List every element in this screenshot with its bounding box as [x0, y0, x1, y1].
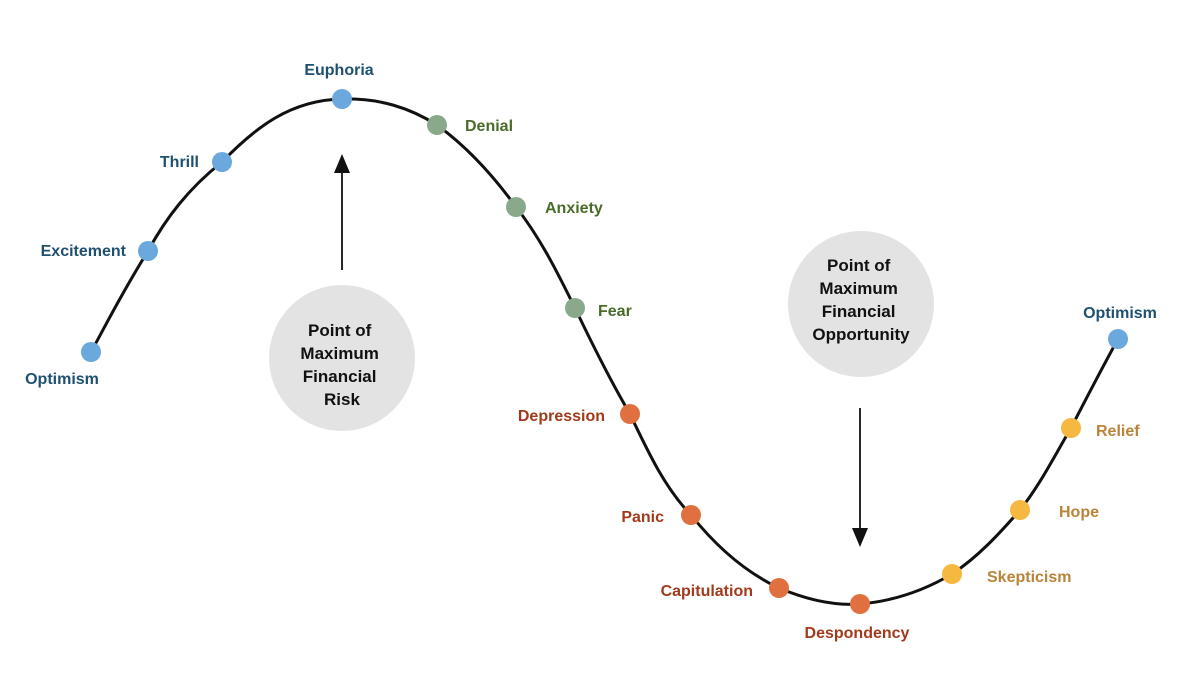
risk-callout-line: Point of [308, 321, 372, 340]
stage-label-panic: Panic [621, 509, 664, 526]
opportunity-callout-line: Financial [822, 302, 896, 321]
callout-maximum-opportunity: Point of Maximum Financial Opportunity [788, 231, 934, 547]
risk-callout-line: Financial [303, 367, 377, 386]
stage-label-skepticism: Skepticism [987, 569, 1071, 586]
stage-dot-denial [427, 115, 447, 135]
opportunity-callout-circle [788, 231, 934, 377]
stage-label-excitement: Excitement [41, 243, 127, 260]
stage-label-despondency: Despondency [805, 625, 910, 642]
stage-dot-anxiety [506, 197, 526, 217]
stage-markers: Optimism Excitement Thrill EuphoriaDenialAn… [25, 62, 1157, 642]
stage-dot-optimism [1108, 329, 1128, 349]
stage-label-euphoria: Euphoria [304, 62, 373, 79]
stage-label-depression: Depression [518, 408, 605, 425]
stage-label-relief: Relief [1096, 423, 1140, 440]
arrow-up-icon [334, 154, 350, 173]
stage-dot-relief [1061, 418, 1081, 438]
opportunity-callout-line: Opportunity [812, 325, 910, 344]
stage-label-optimism: Optimism [1083, 305, 1157, 322]
stage-dot-euphoria [332, 89, 352, 109]
risk-callout-line: Risk [324, 390, 360, 409]
stage-dot-hope [1010, 500, 1030, 520]
stage-dot-despondency [850, 594, 870, 614]
emotion-cycle-curve [89, 97, 1120, 606]
stage-dot-skepticism [942, 564, 962, 584]
risk-callout-line: Maximum [300, 344, 378, 363]
opportunity-callout-line: Maximum [819, 279, 897, 298]
stage-label-hope: Hope [1059, 504, 1099, 521]
callout-maximum-risk: Point of Maximum Financial Risk [269, 154, 415, 431]
stage-label-anxiety: Anxiety [545, 200, 603, 217]
opportunity-callout-text: Point of Maximum Financial Opportunity [812, 256, 910, 344]
stage-dot-capitulation [769, 578, 789, 598]
opportunity-callout-line: Point of [827, 256, 891, 275]
stage-dot-optimism [81, 342, 101, 362]
stage-label-denial: Denial [465, 118, 513, 135]
stage-dot-panic [681, 505, 701, 525]
arrow-down-icon [852, 528, 868, 547]
stage-dot-thrill [212, 152, 232, 172]
risk-callout-circle [269, 285, 415, 431]
stage-label-capitulation: Capitulation [661, 583, 753, 600]
stage-label-thrill: Thrill [160, 154, 199, 171]
risk-callout-text: Point of Maximum Financial Risk [300, 321, 383, 409]
stage-dot-depression [620, 404, 640, 424]
stage-label-optimism: Optimism [25, 371, 99, 388]
stage-label-fear: Fear [598, 303, 632, 320]
stage-dot-excitement [138, 241, 158, 261]
stage-dot-fear [565, 298, 585, 318]
